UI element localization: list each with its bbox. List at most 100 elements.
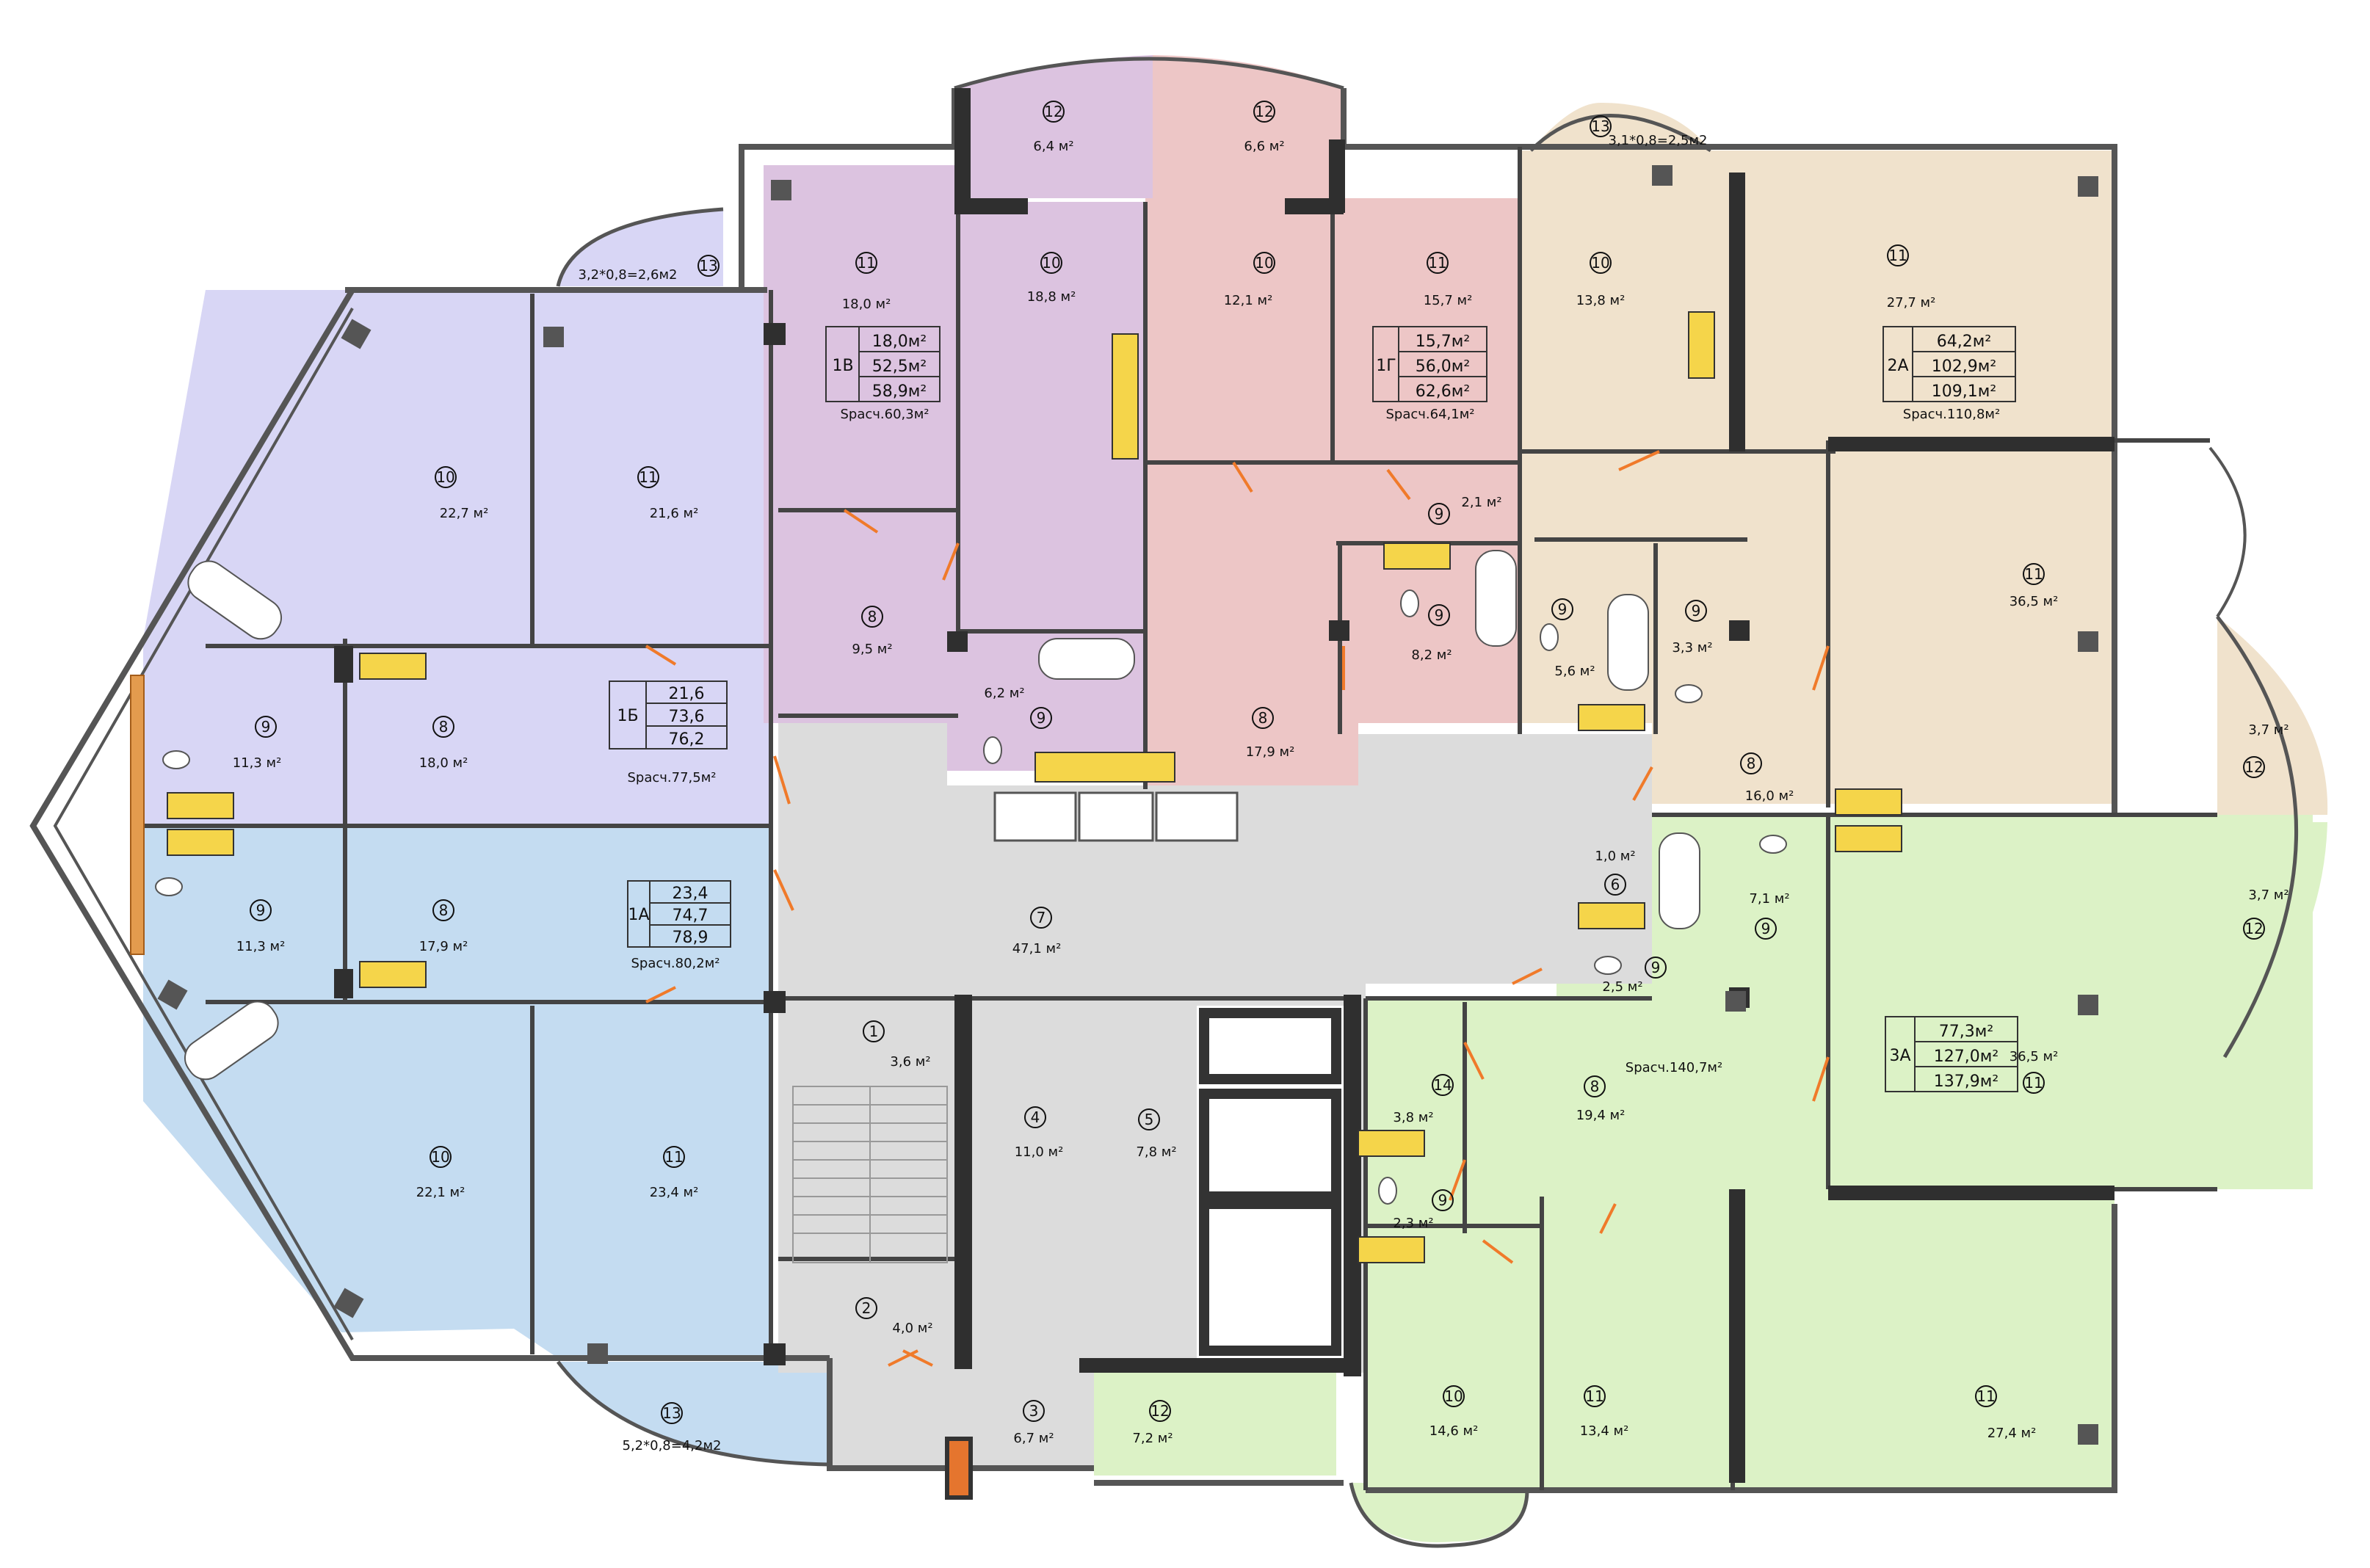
room-fills bbox=[143, 55, 2328, 1542]
riser-block bbox=[1578, 704, 1645, 731]
balcony-13-1a-fill bbox=[558, 1362, 830, 1464]
apartment-total-area: 127,0м² bbox=[1934, 1048, 1998, 1066]
room-area: 18,0 м² bbox=[419, 755, 468, 771]
room-label: 816,0 м² bbox=[1740, 752, 1794, 804]
balcony-12-2a-fill bbox=[2217, 617, 2328, 815]
toilet-icon bbox=[1378, 1177, 1397, 1205]
room-label: 96,2 м² bbox=[984, 686, 1052, 729]
wall-block-18 bbox=[1329, 620, 1349, 641]
apartment-area-balcony: 76,2 bbox=[669, 730, 705, 749]
room-number: 13 bbox=[662, 1404, 681, 1422]
door-2a[interactable] bbox=[1618, 450, 1660, 471]
room-number: 8 bbox=[868, 608, 877, 625]
riser-block bbox=[1578, 902, 1645, 929]
apartment-total-area: 73,6 bbox=[669, 708, 705, 726]
apartment-area-balcony: 62,6м² bbox=[1416, 382, 1470, 401]
balcony-12-1v-fill bbox=[954, 55, 1153, 198]
room-area: 5,6 м² bbox=[1554, 664, 1595, 679]
room-label: 123,7 м² bbox=[2243, 722, 2289, 778]
room-label: 818,0 м² bbox=[419, 716, 468, 771]
room-number: 9 bbox=[1037, 709, 1046, 727]
door-1b-main[interactable] bbox=[773, 755, 791, 805]
apartment-living-area: 18,0м² bbox=[872, 333, 927, 351]
apartment-box-1b: 1Б 21,6 73,6 76,2 Sрасч.77,5м² bbox=[609, 680, 728, 785]
room-label: 127,2 м² bbox=[1132, 1400, 1173, 1446]
room-area: 11,3 м² bbox=[233, 755, 282, 771]
room-number: 9 bbox=[1438, 1191, 1448, 1209]
room-number: 1 bbox=[869, 1023, 879, 1040]
room-area: 6,7 м² bbox=[1013, 1431, 1054, 1446]
room-area: 6,6 м² bbox=[1244, 139, 1284, 154]
room-area: 2,3 м² bbox=[1393, 1216, 1433, 1231]
apartment-code: 1Г bbox=[1376, 357, 1396, 375]
room-number: 11 bbox=[664, 1148, 683, 1166]
room-label: 11 23,4 м² bbox=[650, 1146, 699, 1200]
room-area: 23,4 м² bbox=[650, 1185, 699, 1200]
room-label: 911,3 м² bbox=[236, 899, 285, 954]
door-2a-main[interactable] bbox=[1632, 766, 1653, 801]
wall-block-17 bbox=[947, 631, 968, 652]
door-lobby-b[interactable] bbox=[902, 1349, 933, 1367]
apartment-living-area: 15,7м² bbox=[1416, 333, 1470, 351]
vent-shaft bbox=[1725, 991, 1746, 1012]
door-3a-f[interactable] bbox=[1449, 1159, 1466, 1201]
niche bbox=[993, 791, 1077, 842]
door-3a[interactable] bbox=[1512, 968, 1543, 985]
toilet-icon bbox=[1594, 956, 1622, 975]
room-number: 11 bbox=[2024, 1074, 2043, 1092]
room-area: 22,1 м² bbox=[416, 1185, 465, 1200]
interior-walls bbox=[143, 147, 2217, 1490]
door-1v-bath[interactable] bbox=[942, 542, 960, 581]
toilet-icon bbox=[155, 877, 183, 896]
riser-block bbox=[359, 961, 427, 988]
door-1g[interactable] bbox=[1232, 461, 1253, 493]
apartment-1v-fill bbox=[764, 165, 1145, 771]
apartment-box-1g: 1Г 15,7м² 56,0м² 62,6м² Sрасч.64,1м² bbox=[1372, 326, 1487, 422]
door-3a-d[interactable] bbox=[1482, 1239, 1514, 1264]
room-label: 817,9 м² bbox=[419, 899, 468, 954]
door-lobby[interactable] bbox=[888, 1349, 918, 1367]
door-1a-main[interactable] bbox=[773, 869, 794, 911]
room-label: 133,2*0,8=2,6м2 bbox=[579, 255, 720, 283]
bathtub-icon bbox=[1607, 594, 1649, 691]
room-area: 7,1 м² bbox=[1749, 891, 1789, 907]
room-number: 10 bbox=[1042, 254, 1060, 272]
room-area: 18,0 м² bbox=[842, 297, 891, 312]
door-2a-b[interactable] bbox=[1812, 645, 1830, 691]
lobby-niches bbox=[993, 791, 1239, 842]
wall-block-4 bbox=[1285, 198, 1344, 214]
room-number: 9 bbox=[1435, 505, 1444, 523]
room-area: 6,4 м² bbox=[1033, 139, 1073, 154]
arc-east bbox=[2216, 615, 2299, 1059]
balcony-13-2a-fill bbox=[1531, 103, 1711, 150]
riser-block bbox=[1688, 311, 1715, 379]
apartment-calc-area: Sрасч.80,2м² bbox=[631, 956, 720, 971]
door-3a-e[interactable] bbox=[1463, 1042, 1485, 1080]
room-label: 133,1*0,8=2,5м2 bbox=[1590, 115, 1708, 148]
door-3a-c[interactable] bbox=[1599, 1203, 1617, 1234]
apartment-living-area: 21,6 bbox=[669, 685, 705, 703]
radiator-west bbox=[130, 675, 145, 955]
toilet-icon bbox=[1759, 835, 1787, 854]
door-1a[interactable] bbox=[645, 986, 676, 1003]
room-label: 57,8 м² bbox=[1136, 1108, 1177, 1160]
room-area: 9,5 м² bbox=[852, 642, 892, 657]
apartment-code: 1Б bbox=[617, 707, 638, 725]
door-1v[interactable] bbox=[843, 509, 879, 534]
riser-block bbox=[359, 653, 427, 680]
elevator-shaft-2 bbox=[1199, 1089, 1341, 1202]
room-label: 9 2,3 м² bbox=[1393, 1189, 1454, 1231]
door-1b[interactable] bbox=[645, 645, 677, 666]
door-3a-b[interactable] bbox=[1812, 1056, 1830, 1102]
room-number: 11 bbox=[1585, 1387, 1603, 1405]
door-1g-b[interactable] bbox=[1386, 468, 1411, 501]
